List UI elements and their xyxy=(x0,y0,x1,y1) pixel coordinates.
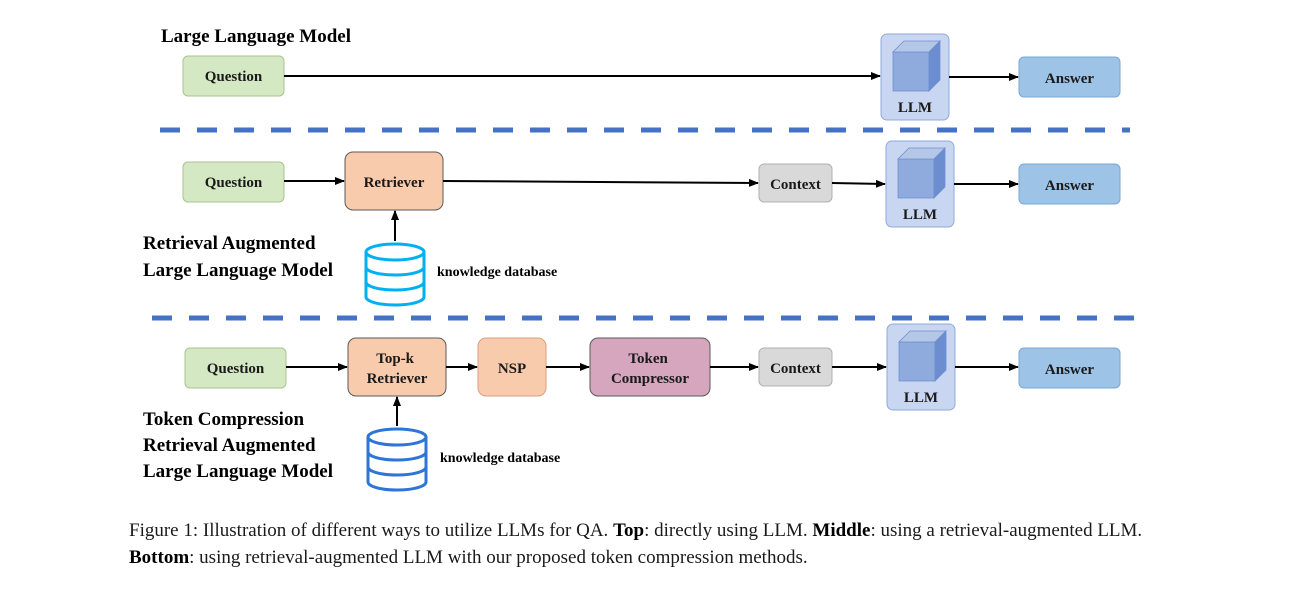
token-compressor-node: Token Compressor xyxy=(589,337,711,397)
database-label: knowledge database xyxy=(437,265,557,280)
section-title-line: Large Language Model xyxy=(143,260,333,281)
question-node: Question xyxy=(182,161,285,203)
llm-node: LLM xyxy=(886,323,956,411)
database-icon xyxy=(366,427,428,492)
topk-retriever-label: Top-k Retriever xyxy=(367,351,428,387)
section-title-line: Large Language Model xyxy=(143,461,333,482)
arrow-context-to-llm xyxy=(831,179,886,188)
section-title-line: Retrieval Augmented xyxy=(143,435,316,456)
cube-icon xyxy=(898,330,947,382)
label-line: Token xyxy=(628,351,668,367)
question-label: Question xyxy=(207,361,265,377)
context-label: Context xyxy=(770,177,821,193)
label-line: Compressor xyxy=(611,371,689,387)
section-title-line: Retrieval Augmented xyxy=(143,233,316,254)
question-node: Question xyxy=(182,55,285,97)
nsp-node: NSP xyxy=(477,337,547,397)
topk-retriever-node: Top-k Retriever xyxy=(347,337,447,397)
caption-middle-label: Middle xyxy=(812,520,871,541)
nsp-label: NSP xyxy=(498,361,526,377)
question-label: Question xyxy=(205,69,263,85)
retriever-label: Retriever xyxy=(364,175,425,191)
answer-node: Answer xyxy=(1018,347,1121,389)
label-line: Retriever xyxy=(367,371,428,387)
section-middle-title: Retrieval Augmented Large Language Model xyxy=(143,233,333,281)
question-label: Question xyxy=(205,175,263,191)
context-node: Context xyxy=(758,163,833,203)
answer-node: Answer xyxy=(1018,56,1121,98)
section-top-title: Large Language Model xyxy=(161,26,351,47)
section-middle: Retrieval Augmented Large Language Model… xyxy=(143,140,1121,307)
caption-prefix: Figure 1: Illustration of different ways… xyxy=(129,520,614,541)
qa-pipeline-diagram: Large Language Model Question LLM Answer… xyxy=(143,26,1148,492)
answer-label: Answer xyxy=(1045,362,1095,378)
answer-node: Answer xyxy=(1018,163,1121,205)
llm-label: LLM xyxy=(903,207,937,223)
caption-top-label: Top xyxy=(613,520,645,541)
caption-middle-text: : using a retrieval-augmented LLM. xyxy=(870,520,1143,541)
answer-label: Answer xyxy=(1045,71,1095,87)
caption-top-text: : directly using LLM. xyxy=(644,520,813,541)
database-icon xyxy=(364,242,426,307)
retriever-node: Retriever xyxy=(344,151,444,211)
caption-bottom-text: : using retrieval-augmented LLM with our… xyxy=(189,547,808,568)
section-bottom: Token Compression Retrieval Augmented La… xyxy=(143,323,1121,492)
cube-icon xyxy=(897,147,946,199)
section-bottom-title: Token Compression Retrieval Augmented La… xyxy=(143,409,333,482)
context-node: Context xyxy=(758,347,833,387)
context-label: Context xyxy=(770,361,821,377)
section-top: Large Language Model Question LLM Answer xyxy=(161,26,1121,121)
section-title-line: Large Language Model xyxy=(161,26,351,47)
figure-caption: Figure 1: Illustration of different ways… xyxy=(129,517,1169,571)
question-node: Question xyxy=(184,347,287,389)
label-line: Top-k xyxy=(376,351,414,367)
llm-label: LLM xyxy=(904,390,938,406)
llm-label: LLM xyxy=(898,100,932,116)
cube-icon xyxy=(892,40,941,92)
arrow-retriever-to-context xyxy=(442,178,759,187)
token-compressor-label: Token Compressor xyxy=(611,351,689,387)
caption-bottom-label: Bottom xyxy=(129,547,190,568)
llm-node: LLM xyxy=(885,140,955,228)
answer-label: Answer xyxy=(1045,178,1095,194)
llm-node: LLM xyxy=(880,33,950,121)
section-title-line: Token Compression xyxy=(143,409,304,430)
database-label: knowledge database xyxy=(440,451,560,466)
